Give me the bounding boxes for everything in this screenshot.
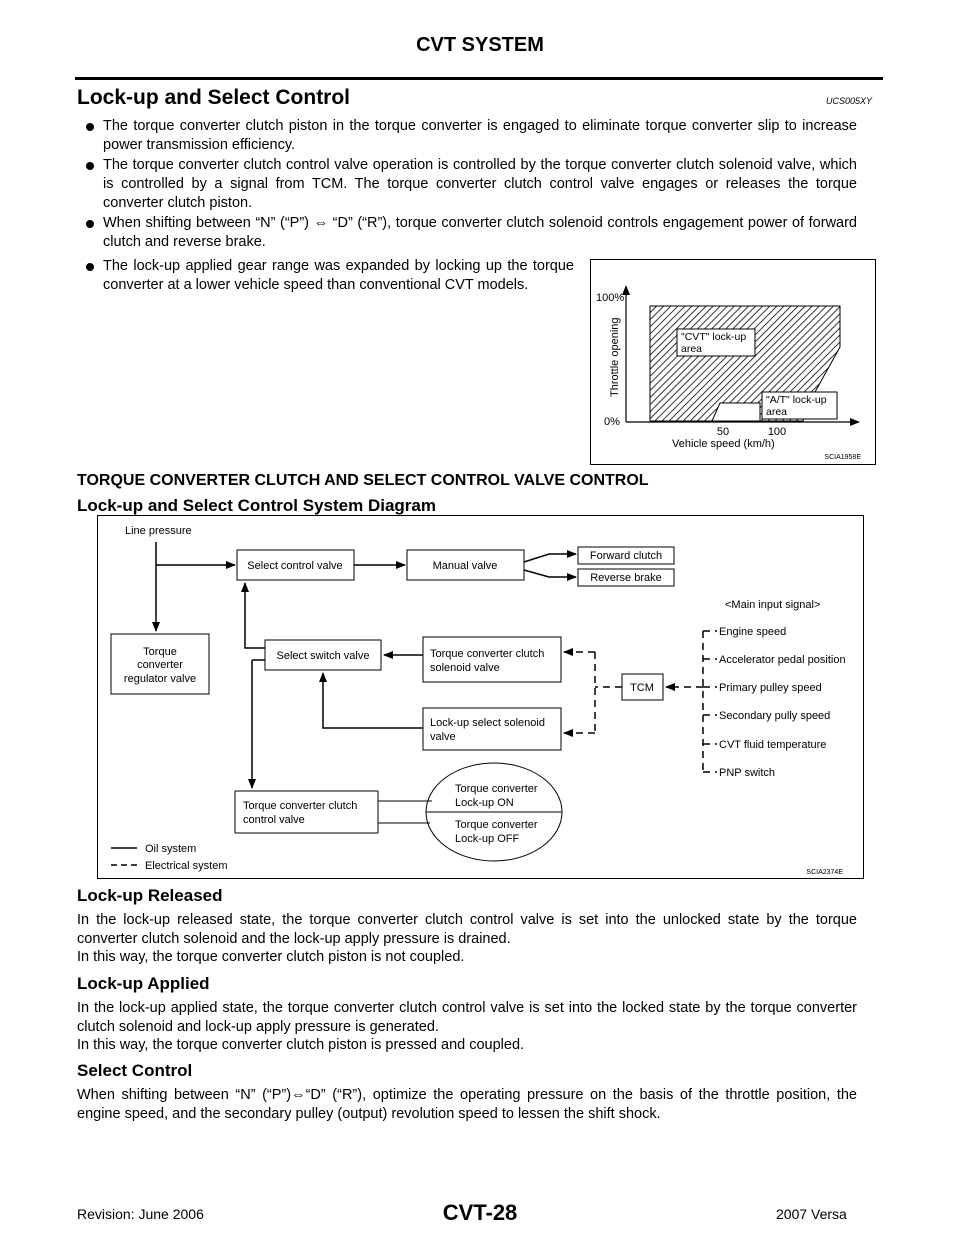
- tcc-control-valve-box: [234, 790, 379, 834]
- system-diagram: Line pressure <Main input signal> Select…: [97, 515, 864, 879]
- select-switch-valve-box: [264, 639, 382, 671]
- lockup-off-label: Torque converter: [455, 819, 538, 831]
- main-input-signal-label: <Main input signal>: [725, 599, 820, 611]
- tcc-control-valve-label: Torque converter clutch: [243, 800, 357, 812]
- footer-page-number: CVT-28: [442, 1200, 518, 1225]
- tcc-solenoid-label: solenoid valve: [430, 662, 500, 674]
- lockup-select-solenoid-label: valve: [430, 731, 456, 743]
- select-title: Select Control: [77, 1061, 193, 1080]
- input-signal-label: CVT fluid temperature: [719, 739, 826, 751]
- section-code: UCS005XY: [826, 96, 873, 106]
- lockup-on-label: Lock-up ON: [455, 797, 514, 809]
- footer-revision: Revision: June 2006: [77, 1206, 204, 1222]
- cvt-area-label: "CVT" lock-up: [681, 331, 746, 343]
- lockup-off-label: Lock-up OFF: [455, 833, 519, 845]
- oil-line: [241, 582, 265, 649]
- tc-regulator-label: converter: [137, 659, 183, 671]
- legend-electrical-label: Electrical system: [145, 860, 228, 872]
- released-text: In this way, the torque converter clutch…: [77, 949, 465, 965]
- y-axis-arrow-icon: [622, 285, 630, 295]
- select-switch-valve-label: Select switch valve: [277, 650, 370, 662]
- tc-regulator-label: Torque: [143, 646, 177, 658]
- bullet-item: The torque converter clutch piston in th…: [86, 117, 857, 155]
- figure-code: SCIA2374E: [806, 869, 843, 876]
- x-tick-100: 100: [768, 426, 786, 438]
- bullet-item: The torque converter clutch control valv…: [86, 156, 857, 213]
- oil-line: [523, 550, 577, 563]
- legend-oil-label: Oil system: [145, 843, 196, 855]
- at-area-label-box: [761, 391, 838, 420]
- bullet-text: The torque converter clutch piston in th…: [103, 118, 857, 153]
- input-signal-label: Primary pulley speed: [719, 682, 822, 694]
- bullet-text: The lock-up applied gear range was expan…: [103, 258, 574, 293]
- oil-line: [319, 672, 423, 729]
- tc-regulator-label: regulator valve: [124, 673, 196, 685]
- page-header-title: CVT SYSTEM: [416, 34, 544, 56]
- input-signal-label: PNP switch: [719, 767, 775, 779]
- section-title: Lock-up and Select Control: [77, 86, 351, 109]
- applied-title: Lock-up Applied: [77, 974, 210, 993]
- at-area-label: "A/T" lock-up: [766, 394, 827, 406]
- tcc-solenoid-valve-box: [422, 636, 562, 683]
- released-paragraph: In the lock-up released state, the torqu…: [77, 911, 857, 967]
- diagram-title: Lock-up and Select Control System Diagra…: [77, 496, 436, 515]
- manual-valve-label: Manual valve: [433, 560, 498, 572]
- tc-regulator-valve-box: [110, 633, 210, 695]
- lockup-on-label: Torque converter: [455, 783, 538, 795]
- y-tick-bottom: 0%: [604, 416, 620, 428]
- bullet-text: When shifting between “N” (“P”) ⇔ “D” (“…: [103, 215, 857, 250]
- tcm-box: [621, 673, 664, 701]
- bullet-text: The torque converter clutch control valv…: [103, 157, 857, 211]
- lockup-select-solenoid-label: Lock-up select solenoid: [430, 717, 545, 729]
- x-axis-arrow-icon: [850, 418, 860, 426]
- select-control-valve-box: [236, 549, 355, 581]
- applied-text: In the lock-up applied state, the torque…: [77, 1000, 857, 1035]
- at-area-label: area: [766, 406, 787, 418]
- released-title: Lock-up Released: [77, 886, 223, 905]
- header-rule: [75, 77, 883, 80]
- input-signal-label: Engine speed: [719, 626, 786, 638]
- lockup-area-chart: 100% 0% Throttle opening 50 100 Vehicle …: [590, 259, 876, 465]
- bullet-icon: [86, 220, 94, 228]
- cvt-area-label-box: [676, 328, 756, 357]
- forward-clutch-box: [577, 546, 675, 565]
- subsection-title: TORQUE CONVERTER CLUTCH AND SELECT CONTR…: [77, 472, 649, 489]
- y-axis-label: Throttle opening: [609, 318, 621, 398]
- tcc-solenoid-label: Torque converter clutch: [430, 648, 544, 660]
- manual-valve-box: [406, 549, 525, 581]
- forward-clutch-label: Forward clutch: [590, 550, 662, 562]
- y-tick-top: 100%: [596, 292, 624, 304]
- line-pressure-label: Line pressure: [125, 525, 192, 537]
- footer-model: 2007 Versa: [776, 1206, 847, 1222]
- x-axis-label: Vehicle speed (km/h): [672, 438, 775, 450]
- reverse-brake-label: Reverse brake: [590, 572, 662, 584]
- bullet-icon: [86, 162, 94, 170]
- bullet-item: The lock-up applied gear range was expan…: [86, 257, 574, 295]
- select-text: When shifting between “N” (“P”)⇔“D” (“R”…: [77, 1087, 857, 1122]
- bullet-item: When shifting between “N” (“P”) ⇔ “D” (“…: [86, 214, 857, 252]
- select-control-valve-label: Select control valve: [247, 560, 342, 572]
- cvt-area-label: area: [681, 343, 702, 355]
- at-lockup-area: [711, 402, 761, 422]
- figure-code: SCIA1958E: [824, 454, 861, 461]
- input-signal-label: Secondary pully speed: [719, 710, 830, 722]
- tcc-control-valve-label: control valve: [243, 814, 305, 826]
- bullet-icon: [86, 263, 94, 271]
- bullet-icon: [86, 123, 94, 131]
- input-signal-label: Accelerator pedal position: [719, 654, 846, 666]
- tcm-label: TCM: [630, 682, 654, 694]
- lockup-select-solenoid-box: [422, 707, 562, 751]
- applied-text: In this way, the torque converter clutch…: [77, 1037, 525, 1053]
- reverse-brake-box: [577, 568, 675, 587]
- applied-paragraph: In the lock-up applied state, the torque…: [77, 999, 857, 1055]
- released-text: In the lock-up released state, the torqu…: [77, 912, 857, 947]
- oil-line: [523, 569, 577, 581]
- x-tick-50: 50: [717, 426, 729, 438]
